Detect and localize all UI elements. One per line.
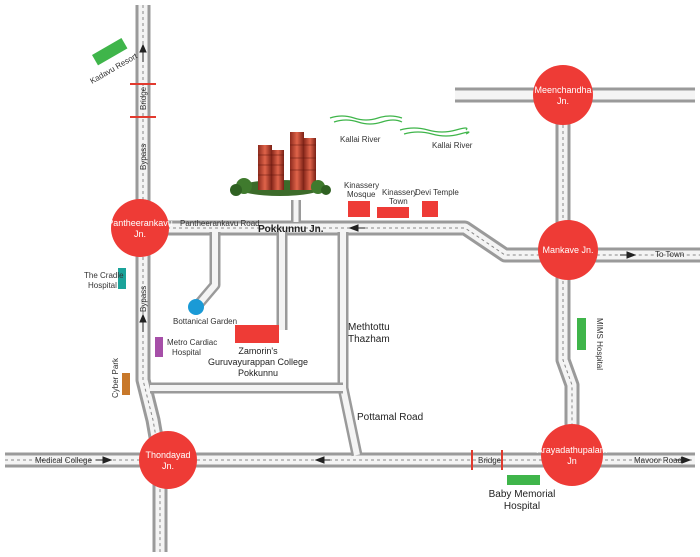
junction-arayadathupalam[interactable]: Arayadathupalam Jn	[537, 424, 608, 486]
cyber-park-marker[interactable]: Cyber Park	[111, 357, 130, 398]
svg-text:Town: Town	[389, 197, 408, 206]
baby-memorial-marker[interactable]: Baby Memorial Hospital	[489, 475, 556, 512]
junction-thondayad[interactable]: Thondayad Jn.	[139, 431, 197, 489]
cradle-hospital-marker[interactable]: The Cradle Hospital	[84, 268, 126, 290]
botanical-garden-marker[interactable]: Bottanical Garden	[173, 299, 237, 326]
project-building-illustration	[230, 132, 331, 196]
kinassery-mosque-marker[interactable]: Kinassery Mosque	[344, 181, 379, 217]
svg-text:Bottanical Garden: Bottanical Garden	[173, 317, 237, 326]
svg-text:Hospital: Hospital	[172, 348, 201, 357]
svg-text:MIMS Hospital: MIMS Hospital	[595, 318, 604, 370]
direction-arrows	[96, 43, 692, 464]
kadavu-resort-marker[interactable]: Kadavu Resort	[89, 38, 140, 86]
medical-college-label: Medical College	[35, 456, 92, 465]
river-waves-1	[329, 115, 403, 125]
svg-text:Jn: Jn	[567, 456, 577, 466]
kallai-river-label-1: Kallai River	[340, 135, 381, 144]
svg-text:Devi Temple: Devi Temple	[415, 188, 459, 197]
svg-text:Thondayad: Thondayad	[145, 450, 190, 460]
junction-mankave[interactable]: Mankave Jn.	[538, 220, 598, 280]
to-town-label: To Town	[655, 250, 684, 259]
metro-cardiac-marker[interactable]: Metro Cardiac Hospital	[155, 337, 217, 357]
junction-pantheerankavu[interactable]: Pantheerankavu Jn.	[107, 199, 173, 257]
svg-text:Kinassery: Kinassery	[382, 188, 417, 197]
svg-text:Cyber Park: Cyber Park	[111, 357, 120, 398]
svg-text:Mankave Jn.: Mankave Jn.	[542, 245, 593, 255]
methottu-label-2: Thazham	[348, 334, 390, 345]
svg-text:Pokkunnu: Pokkunnu	[238, 368, 278, 378]
kallai-river-label-2: Kallai River	[432, 141, 473, 150]
svg-text:Metro Cardiac: Metro Cardiac	[167, 338, 217, 347]
svg-text:Mosque: Mosque	[347, 190, 376, 199]
svg-text:Meenchandha: Meenchandha	[534, 85, 591, 95]
svg-text:Hospital: Hospital	[88, 281, 117, 290]
mavoor-road-label: Mavoor Road	[634, 456, 682, 465]
bypass-top-label: Bypass	[139, 144, 148, 170]
bypass-bottom-label: Bypass	[139, 286, 148, 312]
kinassery-town-marker[interactable]: Kinassery Town	[377, 188, 417, 218]
svg-text:Zamorin's: Zamorin's	[238, 346, 278, 356]
svg-text:Baby Memorial: Baby Memorial	[489, 489, 556, 500]
bridge-markers	[130, 83, 503, 470]
pottamal-road-label: Pottamal Road	[357, 412, 423, 423]
mims-hospital-marker[interactable]: MIMS Hospital	[577, 318, 604, 370]
svg-text:Kinassery: Kinassery	[344, 181, 379, 190]
zamorin-college-marker[interactable]: Zamorin's Guruvayurappan College Pokkunn…	[208, 325, 308, 378]
methottu-label-1: Methtottu	[348, 322, 390, 333]
svg-text:Pantheerankavu: Pantheerankavu	[107, 218, 173, 228]
junction-meenchandha[interactable]: Meenchandha Jn.	[533, 65, 593, 125]
svg-text:Hospital: Hospital	[504, 501, 540, 512]
svg-text:Jn.: Jn.	[162, 461, 174, 471]
svg-text:The Cradle: The Cradle	[84, 271, 124, 280]
svg-text:Arayadathupalam: Arayadathupalam	[537, 445, 608, 455]
svg-text:Jn.: Jn.	[557, 96, 569, 106]
svg-text:Jn.: Jn.	[134, 229, 146, 239]
bridge-top-label: Bridge	[139, 86, 148, 110]
pantheerankavu-road-label: Pantheerankavu Road	[180, 219, 260, 228]
svg-text:Guruvayurappan College: Guruvayurappan College	[208, 357, 308, 367]
pokkunnu-jn-label: Pokkunnu Jn.	[258, 224, 324, 235]
river-waves-2	[399, 127, 470, 137]
bridge-bottom-label: Bridge	[478, 456, 502, 465]
devi-temple-marker[interactable]: Devi Temple	[415, 188, 459, 217]
